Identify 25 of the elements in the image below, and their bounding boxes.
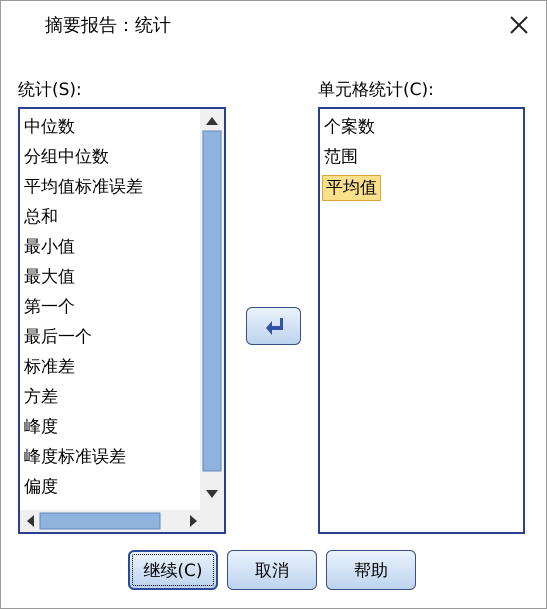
list-box — [18, 107, 226, 534]
list-item: 峰度 — [24, 416, 58, 439]
list-item: 第一个 — [24, 296, 75, 319]
list-item: 范围 — [324, 146, 358, 169]
list-item: 总和 — [24, 206, 58, 229]
list-item: 平均值标准误差 — [24, 176, 143, 199]
list-item: 中位数 — [24, 116, 75, 139]
list-item: 标准差 — [24, 356, 75, 379]
list-heading: 单元格统计(C): — [318, 79, 434, 101]
list-item: 峰度标准误差 — [24, 446, 126, 469]
list-item: 偏度 — [24, 476, 58, 499]
list-item: 最小值 — [24, 236, 75, 259]
dialog-button: 取消 — [227, 550, 317, 590]
list-item: 最大值 — [24, 266, 75, 289]
selected-list-item: 平均值 — [322, 175, 381, 201]
list-item: 方差 — [24, 386, 58, 409]
move-arrow-button — [246, 307, 301, 345]
dialog-title: 摘要报告：统计 — [45, 14, 171, 37]
list-item: 最后一个 — [24, 326, 92, 349]
dialog-button: 继续(C) — [128, 550, 218, 590]
list-item: 个案数 — [324, 116, 375, 139]
list-box — [318, 107, 525, 534]
list-heading: 统计(S): — [18, 79, 82, 101]
dialog-button: 帮助 — [326, 550, 416, 590]
list-item: 分组中位数 — [24, 146, 109, 169]
